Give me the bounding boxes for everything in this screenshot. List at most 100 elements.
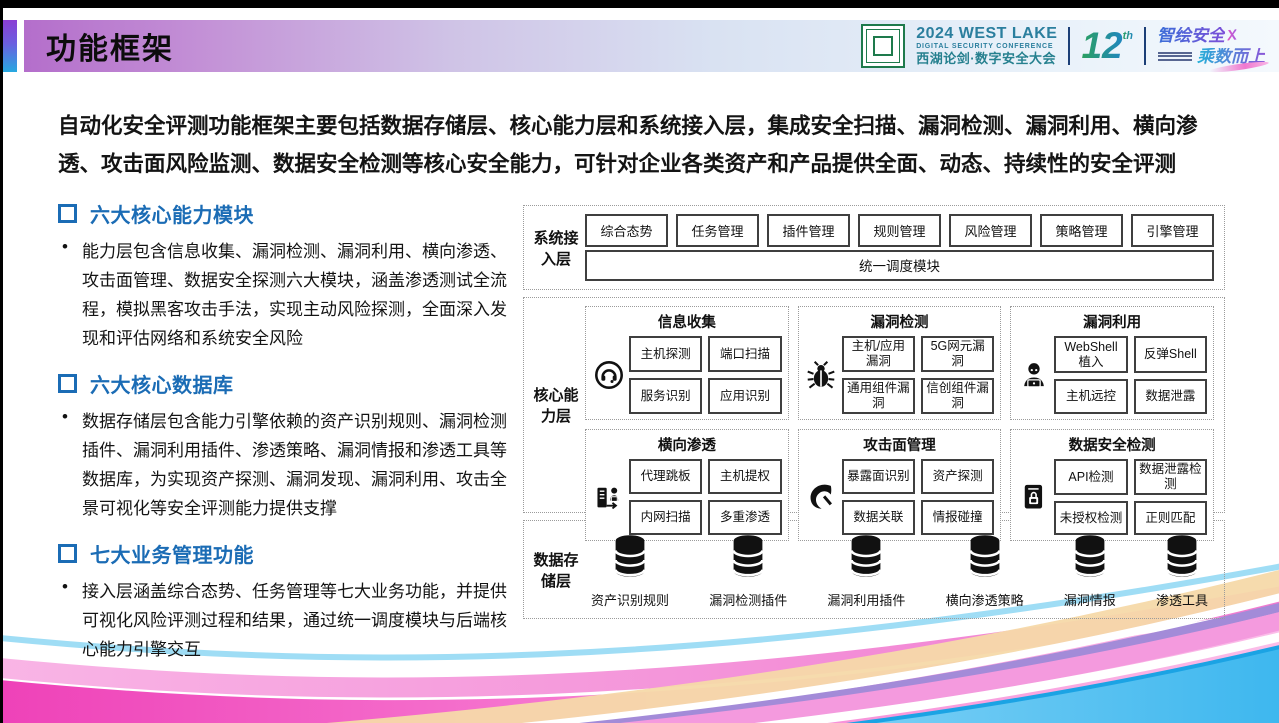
capability-item: 正则匹配: [1133, 501, 1207, 535]
capability-item: 资产探测: [920, 459, 995, 494]
westlake-seal-icon: [861, 24, 906, 68]
section-body-text: 数据存储层包含能力引擎依赖的资产识别规则、漏洞检测插件、漏洞利用插件、渗透策略、…: [82, 412, 507, 518]
database-icon: [963, 532, 1007, 585]
attack-surface-icon: [805, 481, 838, 513]
brand-line2: 乘数而上: [1197, 46, 1265, 66]
headset-detect-icon: [592, 360, 625, 390]
square-bullet-icon: [58, 544, 77, 563]
section-core-capability-modules: 六大核心能力模块 能力层包含信息收集、漏洞检测、漏洞利用、横向渗透、攻击面管理、…: [58, 199, 510, 353]
access-items-row: 综合态势 任务管理 插件管理 规则管理 风险管理 策略管理 引擎管理: [585, 214, 1214, 248]
capability-item: 主机提权: [708, 459, 782, 494]
capability-item: API检测: [1054, 459, 1128, 495]
data-lock-icon: [1017, 482, 1050, 512]
module-lateral-movement: 横向渗透 代理跳板 主机提权 内网扫描 多重渗透: [585, 429, 789, 541]
database-label: 漏洞利用插件: [827, 593, 906, 608]
capability-item: 代理跳板: [629, 459, 703, 494]
capability-item: 应用识别: [708, 378, 782, 414]
left-column: 六大核心能力模块 能力层包含信息收集、漏洞检测、漏洞利用、横向渗透、攻击面管理、…: [58, 199, 510, 680]
module-title: 信息收集: [657, 315, 716, 331]
section-body-text: 接入层涵盖综合态势、任务管理等七大业务功能，并提供可视化风险评测过程和结果，通过…: [82, 582, 507, 659]
intro-block: 自动化安全评测功能框架主要包括数据存储层、核心能力层和系统接入层，集成安全扫描、…: [58, 108, 1222, 183]
database-icon: [726, 532, 770, 585]
core-capability-layer: 核心能力层 信息收集 主机探测 端口扫描 服务识别 应用识别 漏洞: [523, 297, 1225, 541]
logo-divider: [1068, 27, 1071, 65]
module-title: 攻击面管理: [863, 438, 936, 454]
section-heading: 六大核心能力模块: [58, 199, 510, 228]
module-attack-surface: 攻击面管理 暴露面识别 资产探测 数据关联 情报碰撞: [797, 429, 1002, 541]
conference-name-en: 2024 WEST LAKE: [916, 25, 1058, 43]
module-data-security: 数据安全检测 API检测 数据泄露检测 未授权检测 正则匹配: [1010, 429, 1214, 541]
section-body-text: 能力层包含信息收集、漏洞检测、漏洞利用、横向渗透、攻击面管理、数据安全探测六大模…: [82, 242, 507, 348]
capability-item: 未授权检测: [1054, 501, 1128, 535]
layer-label: 核心能力层: [533, 387, 579, 425]
database-item: 漏洞利用插件: [827, 532, 905, 609]
edition-badge: 12 th: [1081, 25, 1133, 67]
system-access-layer: 系统接入层 综合态势 任务管理 插件管理 规则管理 风险管理 策略管理 引擎管理…: [523, 205, 1225, 290]
database-label: 漏洞情报: [1063, 593, 1116, 608]
database-item: 横向渗透策略: [946, 532, 1024, 609]
edition-suffix: th: [1122, 30, 1133, 43]
database-label: 资产识别规则: [591, 593, 670, 608]
conference-name-cn: 西湖论剑·数字安全大会: [916, 51, 1057, 67]
section-title: 六大核心能力模块: [90, 205, 254, 227]
capability-item: 服务识别: [629, 378, 703, 414]
access-item: 策略管理: [1040, 214, 1123, 248]
section-body: 数据存储层包含能力引擎依赖的资产识别规则、漏洞检测插件、漏洞利用插件、渗透策略、…: [58, 407, 510, 523]
access-item: 风险管理: [949, 214, 1032, 248]
bug-icon: [805, 360, 838, 390]
capability-item: 多重渗透: [708, 500, 782, 535]
data-storage-layer: 数据存储层 资产识别规则 漏洞检测插件 漏洞利用插件 横向渗透策略 漏洞情报: [523, 520, 1225, 619]
square-bullet-icon: [58, 204, 77, 223]
capability-item: 端口扫描: [708, 336, 782, 372]
database-item: 漏洞检测插件: [709, 532, 787, 609]
database-icon: [1160, 532, 1204, 585]
capability-item: 信创组件漏洞: [920, 378, 995, 414]
hacker-icon: [1017, 359, 1050, 391]
conference-logos: 2024 WEST LAKE DIGITAL SECURITY CONFEREN…: [861, 21, 1270, 75]
brand-line1: 智绘安全: [1157, 25, 1225, 45]
module-vuln-exploitation: 漏洞利用 WebShell植入 反弹Shell 主机远控 数据泄露: [1010, 306, 1214, 420]
bottom-wave-decoration: [0, 563, 1279, 723]
section-title: 七大业务管理功能: [90, 545, 254, 567]
database-item: 资产识别规则: [591, 532, 669, 609]
database-label: 漏洞检测插件: [709, 593, 788, 608]
section-core-databases: 六大核心数据库 数据存储层包含能力引擎依赖的资产识别规则、漏洞检测插件、漏洞利用…: [58, 369, 510, 523]
layer-label: 系统接入层: [533, 229, 579, 268]
database-row: 资产识别规则 漏洞检测插件 漏洞利用插件 横向渗透策略 漏洞情报 渗透工具: [585, 521, 1224, 618]
section-body: 接入层涵盖综合态势、任务管理等七大业务功能，并提供可视化风险评测过程和结果，通过…: [58, 577, 510, 664]
access-item: 引擎管理: [1131, 214, 1214, 248]
capability-item: 数据泄露检测: [1133, 459, 1207, 495]
server-privilege-icon: [592, 482, 625, 512]
left-black-strip: [0, 0, 3, 723]
capability-item: 数据关联: [841, 500, 915, 535]
capability-item: 情报碰撞: [920, 500, 995, 535]
conference-subtitle-en: DIGITAL SECURITY CONFERENCE: [916, 42, 1054, 50]
capability-item: WebShell植入: [1054, 336, 1128, 373]
capability-item: 5G网元漏洞: [920, 336, 995, 372]
slide-header: 功能框架 2024 WEST LAKE DIGITAL SECURITY CON…: [3, 20, 1279, 75]
capability-item: 主机/应用漏洞: [841, 336, 915, 372]
database-icon: [1068, 532, 1112, 585]
section-heading: 七大业务管理功能: [58, 539, 510, 568]
logo-divider: [1144, 27, 1146, 65]
brand-x-mark: X: [1226, 26, 1238, 45]
database-icon: [608, 532, 652, 585]
page-title: 功能框架: [46, 33, 174, 66]
intro-text: 自动化安全评测功能框架主要包括数据存储层、核心能力层和系统接入层，集成安全扫描、…: [58, 114, 1198, 176]
module-vuln-detection: 漏洞检测 主机/应用漏洞 5G网元漏洞 通用组件漏洞 信创组件漏洞: [797, 306, 1002, 420]
section-business-functions: 七大业务管理功能 接入层涵盖综合态势、任务管理等七大业务功能，并提供可视化风险评…: [58, 539, 510, 664]
access-layer-content: 综合态势 任务管理 插件管理 规则管理 风险管理 策略管理 引擎管理 统一调度模…: [585, 206, 1224, 289]
access-item: 任务管理: [676, 214, 759, 248]
edition-number: 12: [1081, 25, 1123, 67]
conference-title-block: 2024 WEST LAKE DIGITAL SECURITY CONFEREN…: [916, 25, 1058, 67]
access-item: 规则管理: [858, 214, 941, 248]
section-heading: 六大核心数据库: [58, 369, 510, 398]
database-label: 横向渗透策略: [945, 593, 1024, 608]
database-item: 漏洞情报: [1064, 532, 1116, 609]
unified-scheduler-box: 统一调度模块: [585, 249, 1214, 281]
database-icon: [844, 532, 888, 585]
access-item: 插件管理: [767, 214, 850, 248]
accent-bar: [3, 20, 17, 72]
capability-item: 主机远控: [1054, 379, 1128, 414]
capability-item: 内网扫描: [629, 500, 703, 535]
